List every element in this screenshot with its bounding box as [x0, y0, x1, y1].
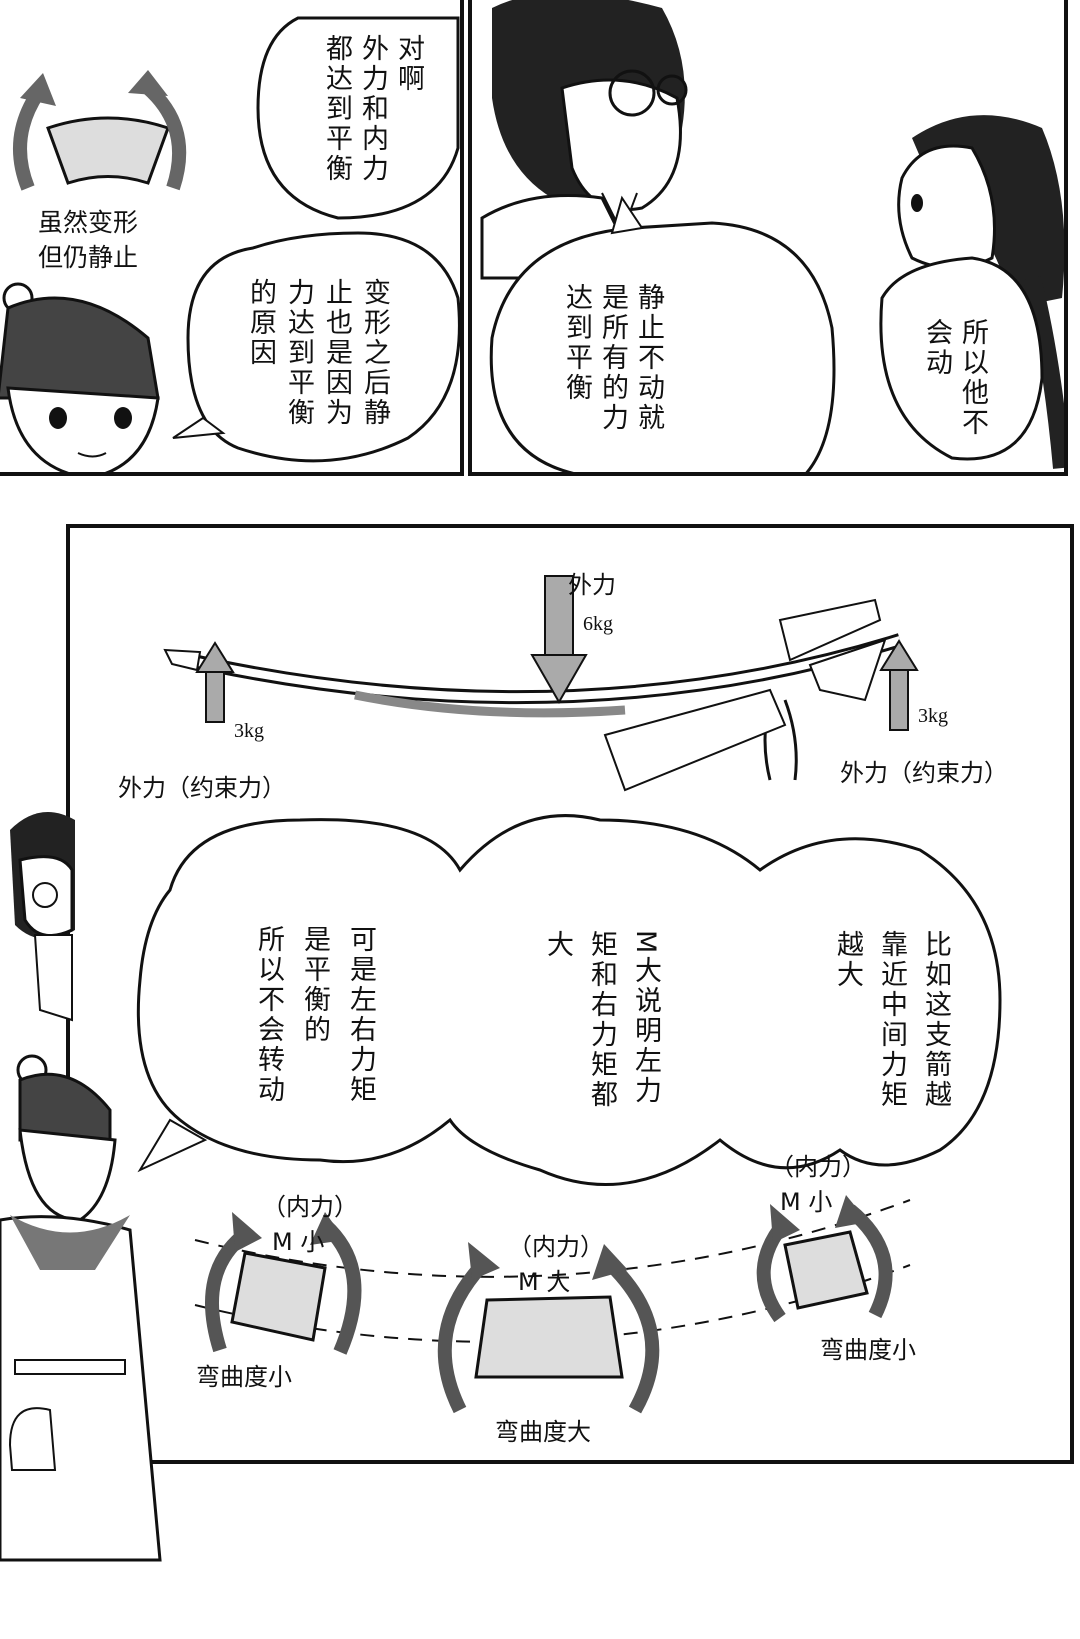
- segment-internal-label: （内力）: [508, 1233, 604, 1261]
- bubble-text-line: 对啊: [393, 34, 424, 94]
- caption-line: 但仍静止: [38, 243, 139, 272]
- support-right-label: 外力（约束力）: [840, 759, 1008, 787]
- bubble-text-line: 止也是因为: [321, 278, 352, 428]
- bubble-text-line: 达到平衡: [561, 283, 592, 403]
- bubble-text-line: M大说明左力: [630, 930, 661, 1107]
- bubble-text-line: 力达到平衡: [283, 278, 314, 428]
- bubble-text-line: 比如这支箭越: [920, 930, 951, 1110]
- support-left-label: 外力（约束力）: [118, 774, 286, 802]
- bubble-text-line: 矩和右力矩都: [586, 930, 617, 1110]
- force-left-value: 3kg: [234, 720, 264, 742]
- bubble-text-line: 所以不会转动: [253, 925, 284, 1105]
- bubble-text-line: 可是左右力矩: [345, 925, 376, 1105]
- segment-moment-label: M 大: [518, 1268, 571, 1296]
- bubble-text-line: 靠近中间力矩: [876, 930, 907, 1110]
- segment-bend-label: 弯曲度小: [820, 1336, 916, 1364]
- panel-top-left-art: [0, 16, 460, 472]
- force-top-value: 6kg: [583, 613, 613, 635]
- bubble-text-line: 是平衡的: [299, 925, 330, 1045]
- segment-internal-label: （内力）: [770, 1153, 866, 1181]
- panel-top-left: 对啊 外力和内力 都达到平衡 变形之后静 止也是因为 力达到平衡 的原因 虽然变…: [0, 0, 464, 476]
- panel-top-right-art: [480, 0, 1064, 472]
- bubble-text-line: 大: [542, 930, 573, 960]
- force-top-label: 外力: [568, 571, 616, 599]
- force-right-value: 3kg: [918, 705, 948, 727]
- bubble-text-line: 外力和内力: [357, 34, 388, 184]
- segment-bend-label: 弯曲度大: [495, 1418, 591, 1446]
- panel-top-right: 静止不动就 是所有的力 达到平衡 所以他不 会动: [468, 0, 1068, 476]
- bubble-text-line: 所以他不: [957, 318, 988, 438]
- bubble-text-line: 越大: [832, 930, 863, 990]
- bubble-text-line: 都达到平衡: [321, 34, 352, 184]
- bubble-text-line: 会动: [921, 318, 952, 378]
- segment-moment-label: M 小: [780, 1188, 833, 1216]
- bubble-text-line: 静止不动就: [633, 283, 664, 433]
- bubble-text-line: 变形之后静: [359, 278, 390, 428]
- segment-internal-label: （内力）: [262, 1193, 358, 1221]
- bubble-text-line: 是所有的力: [597, 283, 628, 433]
- caption-line: 虽然变形: [38, 208, 139, 237]
- bubble-text-line: 的原因: [245, 278, 276, 368]
- segment-moment-label: M 小: [272, 1228, 325, 1256]
- segment-bend-label: 弯曲度小: [196, 1363, 292, 1391]
